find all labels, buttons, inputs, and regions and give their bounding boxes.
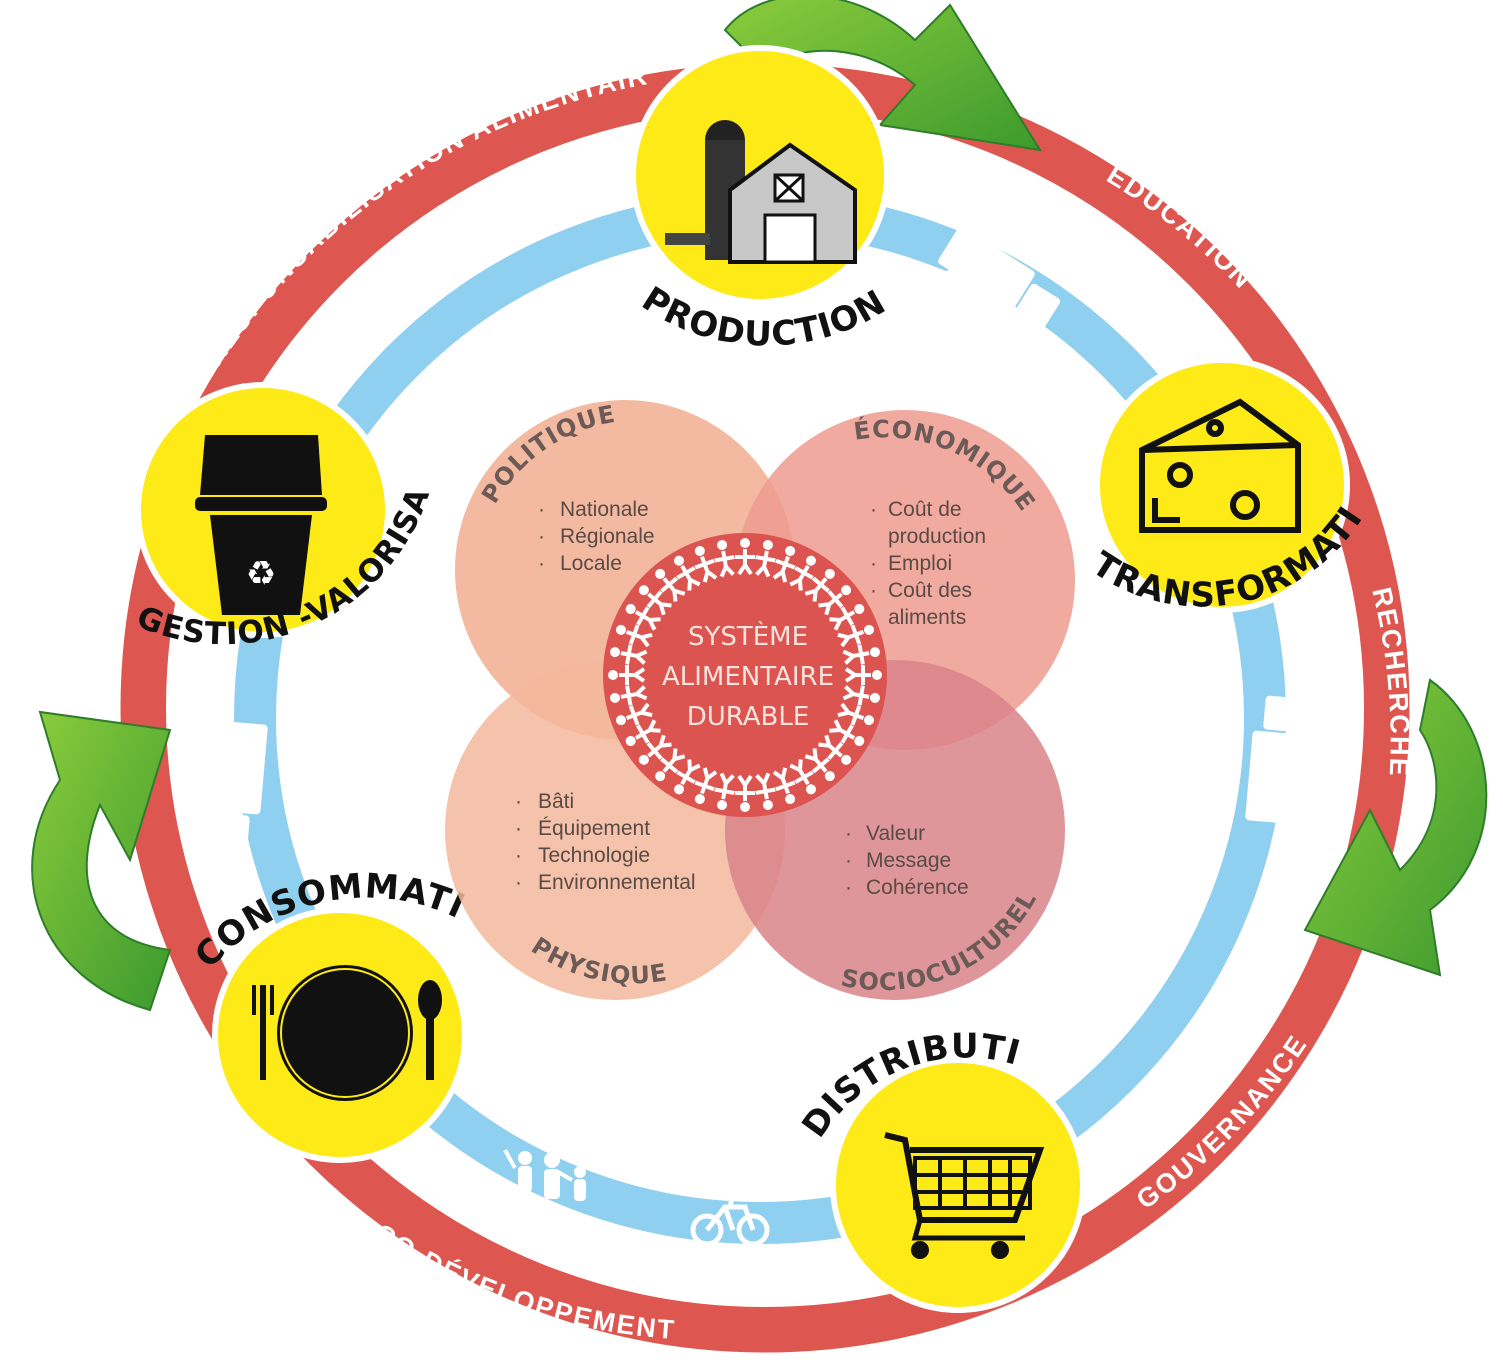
bullet-item: Emploi [888, 552, 952, 575]
svg-text:·: · [845, 849, 852, 872]
bullet-item: Coût des [888, 579, 972, 602]
bullets-physique: · Bâti · Équipement · Technologie · Environn… [515, 790, 696, 894]
svg-text:·: · [538, 552, 545, 575]
truck-icon [195, 721, 268, 850]
center-line-2: ALIMENTAIRE [662, 662, 834, 692]
svg-text:·: · [538, 498, 545, 521]
svg-text:·: · [538, 525, 545, 548]
svg-text:♻: ♻ [246, 554, 276, 594]
cycle-arrow-right [1303, 678, 1488, 977]
bullet-item: Cohérence [866, 876, 969, 899]
svg-text:·: · [870, 498, 877, 521]
node-transformation[interactable] [1094, 357, 1350, 613]
truck-icon [386, 197, 513, 301]
node-distribution[interactable] [830, 1057, 1086, 1313]
node-production[interactable] [630, 45, 890, 305]
svg-text:·: · [870, 579, 877, 602]
bullet-item: Environnemental [538, 871, 696, 894]
bullet-item: Équipement [538, 817, 650, 840]
label-responsabilisation: RESPONSABILISATION ALIMENTAIRE [0, 0, 651, 371]
bullets-socioculturel: · Valeur · Message · Cohérence [845, 822, 969, 899]
barn-silo-icon [665, 120, 857, 264]
svg-text:·: · [845, 822, 852, 845]
shopping-cart-icon [884, 1132, 1045, 1259]
cycle-arrow-top [723, 0, 1042, 152]
bullet-item: Bâti [538, 790, 574, 813]
plate-cutlery-icon [252, 965, 442, 1101]
bullet-item: Coût de [888, 498, 962, 521]
car-icon [1178, 1002, 1249, 1076]
svg-text:·: · [870, 552, 877, 575]
node-gestion[interactable]: ♻ [135, 382, 391, 638]
svg-text:·: · [515, 817, 522, 840]
bullet-item: Locale [560, 552, 622, 575]
bicycle-icon [690, 1176, 770, 1247]
center-line-3: DURABLE [687, 702, 810, 732]
svg-text:·: · [515, 871, 522, 894]
bullet-item: Régionale [560, 525, 655, 548]
svg-text:·: · [515, 790, 522, 813]
node-consommation[interactable] [212, 907, 468, 1163]
svg-text:·: · [845, 876, 852, 899]
bullets-politique: · Nationale · Régionale · Locale [538, 498, 655, 575]
bullets-economique: · Coût de production · Emploi · Coût des al… [870, 498, 986, 629]
truck-icon [938, 226, 1061, 337]
bullet-item: aliments [888, 606, 966, 629]
recycle-bin-icon: ♻ [195, 435, 327, 615]
cheese-icon [1139, 398, 1301, 533]
people-ring-icon [608, 538, 882, 812]
people-icon [503, 1149, 586, 1201]
truck-icon [1245, 695, 1318, 824]
bullet-item: Technologie [538, 844, 650, 867]
bullet-item: production [888, 525, 986, 548]
cycle-arrow-left [31, 710, 172, 1012]
bullet-item: Nationale [560, 498, 649, 521]
bullet-item: Message [866, 849, 951, 872]
bullet-item: Valeur [866, 822, 925, 845]
svg-text:·: · [515, 844, 522, 867]
center-line-1: SYSTÈME [688, 620, 808, 652]
center-badge: SYSTÈME ALIMENTAIRE DURABLE [603, 533, 887, 817]
